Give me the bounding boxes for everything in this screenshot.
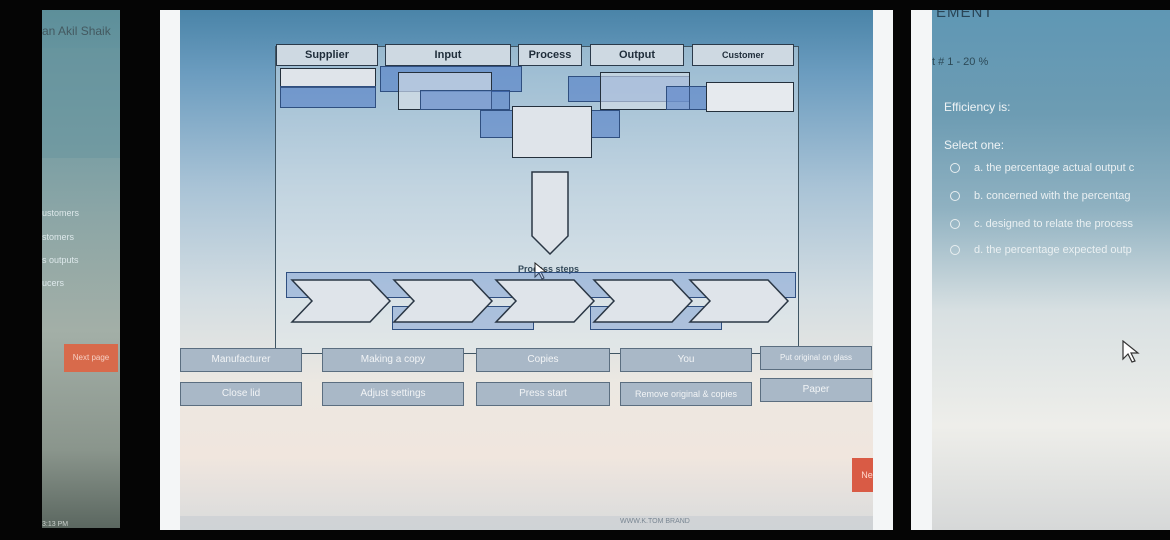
option-b-text: b. concerned with the percentag xyxy=(974,190,1131,202)
header-process: Process xyxy=(518,44,582,66)
process-step-4[interactable] xyxy=(592,278,696,324)
taskbar-item[interactable]: WWW.K.TOM BRAND xyxy=(620,518,690,525)
drop-zone-customer[interactable] xyxy=(706,82,794,112)
mouse-cursor-icon xyxy=(1122,340,1140,363)
radio-icon[interactable] xyxy=(950,245,960,256)
next-button[interactable]: Ne xyxy=(852,458,873,492)
down-arrow-icon xyxy=(531,171,569,256)
header-customer: Customer xyxy=(692,44,794,66)
quiz-question-panel: EMENT t # 1 - 20 % Efficiency is: Select… xyxy=(932,10,1170,530)
answer-tile-put-original-on-glass[interactable]: Put original on glass xyxy=(760,346,872,370)
answer-tile-manufacturer[interactable]: Manufacturer xyxy=(180,348,302,372)
drop-zone-supplier-1[interactable] xyxy=(280,68,376,88)
radio-icon[interactable] xyxy=(950,191,960,202)
process-step-3[interactable] xyxy=(494,278,598,324)
answer-tile-remove-original-and-copies[interactable]: Remove original & copies xyxy=(620,382,752,406)
sidebar-item-outputs[interactable]: s outputs xyxy=(42,255,79,265)
option-c-text: c. designed to relate the process xyxy=(974,218,1133,230)
drop-zone-process[interactable] xyxy=(512,106,592,158)
answer-tile-close-lid[interactable]: Close lid xyxy=(180,382,302,406)
answer-tile-press-start[interactable]: Press start xyxy=(476,382,610,406)
answer-option-a[interactable]: a. the percentage actual output c xyxy=(950,162,1134,174)
header-output: Output xyxy=(590,44,684,66)
answer-tile-paper[interactable]: Paper xyxy=(760,378,872,402)
answer-option-b[interactable]: b. concerned with the percentag xyxy=(950,190,1131,202)
process-step-5[interactable] xyxy=(688,278,792,324)
sidebar-item-customers-1[interactable]: ustomers xyxy=(42,208,80,218)
user-name: an Akil Shaik xyxy=(42,24,111,38)
answer-option-d[interactable]: d. the percentage expected outp xyxy=(950,244,1132,256)
sidebar-item-producers[interactable]: ucers xyxy=(42,278,65,288)
next-page-button[interactable]: Next page xyxy=(64,344,118,372)
page-header: EMENT xyxy=(936,10,994,21)
taskbar-clock: 3:13 PM xyxy=(42,521,69,528)
option-a-text: a. the percentage actual output c xyxy=(974,162,1135,174)
process-steps-label: Process steps xyxy=(518,264,580,274)
answer-tile-you[interactable]: You xyxy=(620,348,752,372)
answer-option-c[interactable]: c. designed to relate the process xyxy=(950,218,1133,230)
radio-icon[interactable] xyxy=(950,163,960,174)
question-text: Efficiency is: xyxy=(944,100,1011,114)
drop-zone-output-3[interactable] xyxy=(666,86,708,110)
drop-zone-input-3[interactable] xyxy=(420,90,510,110)
drop-zone-supplier-2[interactable] xyxy=(280,86,376,108)
sidebar-item-customers-2[interactable]: stomers xyxy=(42,232,75,242)
process-step-2[interactable] xyxy=(392,278,496,324)
answer-tile-making-a-copy[interactable]: Making a copy xyxy=(322,348,464,372)
option-d-text: d. the percentage expected outp xyxy=(974,244,1132,256)
question-number: t # 1 - 20 % xyxy=(932,56,989,68)
select-one-label: Select one: xyxy=(944,138,1005,152)
process-step-1[interactable] xyxy=(290,278,394,324)
radio-icon[interactable] xyxy=(950,219,960,230)
left-screenshot-panel: an Akil Shaik ustomers stomers s outputs… xyxy=(42,10,120,528)
answer-tile-copies[interactable]: Copies xyxy=(476,348,610,372)
header-supplier: Supplier xyxy=(276,44,378,66)
header-band xyxy=(42,48,120,158)
answer-tile-adjust-settings[interactable]: Adjust settings xyxy=(322,382,464,406)
sipoc-question-panel: Supplier Input Process Output Customer P… xyxy=(180,10,873,530)
taskbar: WWW.K.TOM BRAND xyxy=(180,516,873,530)
header-input: Input xyxy=(385,44,511,66)
